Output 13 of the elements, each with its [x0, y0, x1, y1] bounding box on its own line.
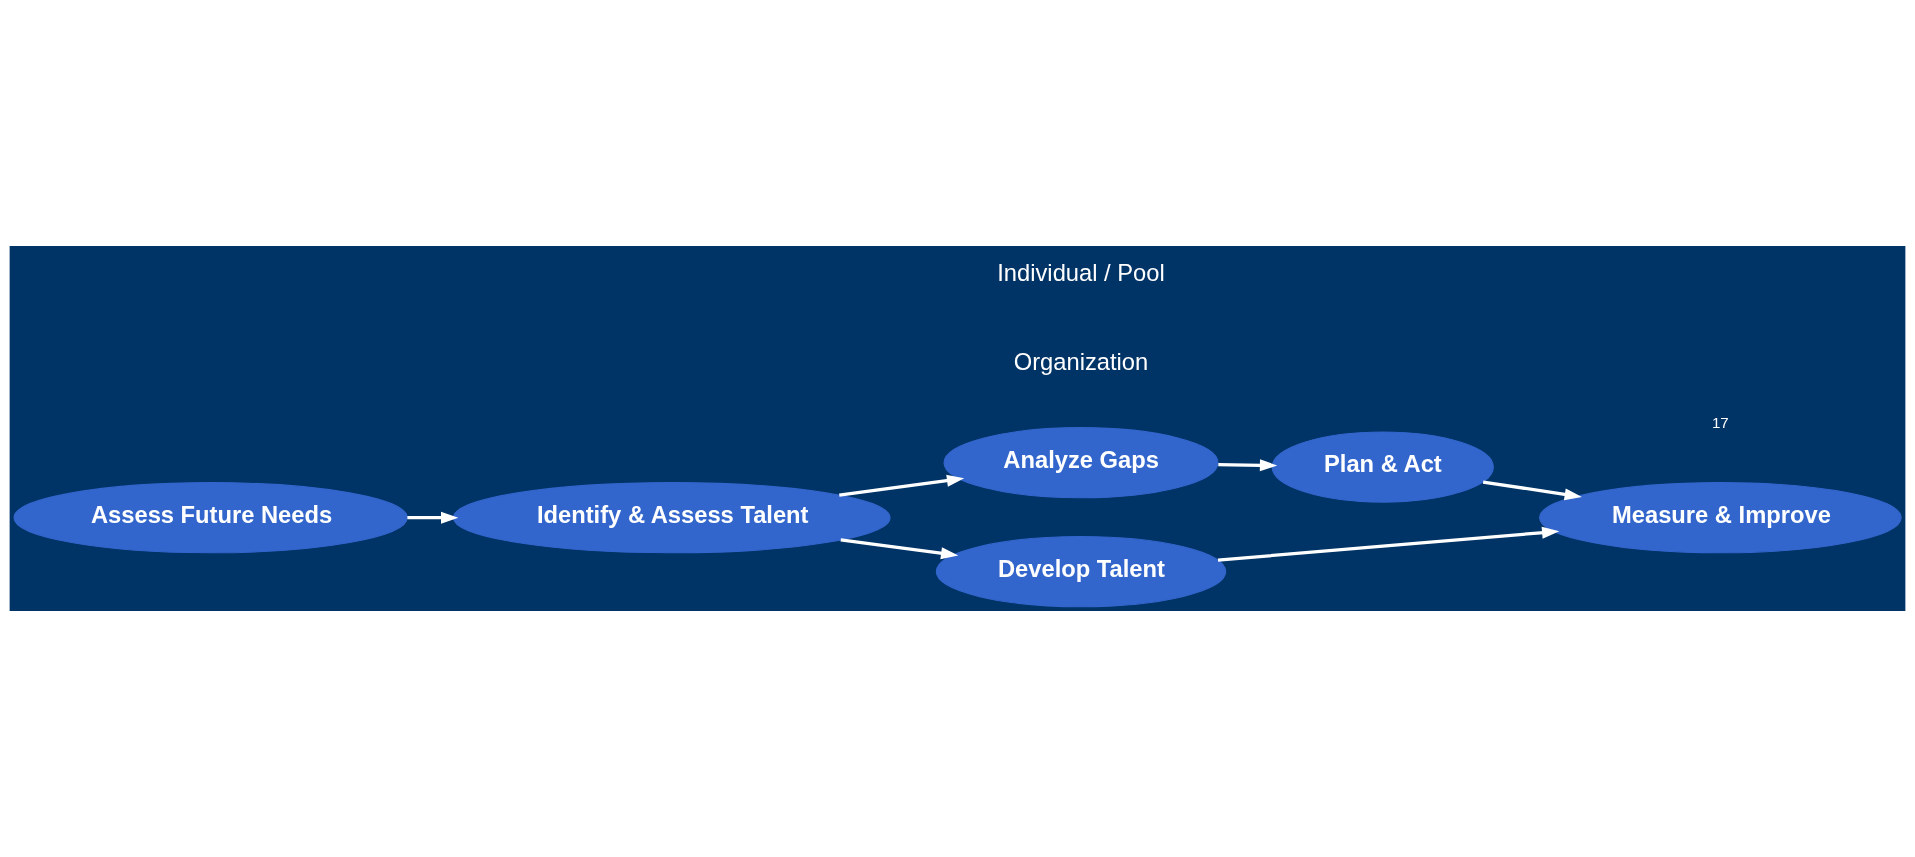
node-ellipse: Plan & Act — [1271, 431, 1494, 503]
label: Organization — [1013, 348, 1149, 375]
arrow — [407, 511, 459, 524]
node-ellipse: Identify & Assess Talent — [452, 482, 891, 554]
arrow — [840, 538, 959, 560]
arrow — [1482, 480, 1582, 501]
arrow — [839, 474, 965, 497]
label: 17 — [1711, 413, 1729, 431]
arrow — [1218, 459, 1278, 472]
label: Individual / Pool — [997, 260, 1165, 287]
arrow — [1217, 526, 1560, 562]
node-ellipse: Develop Talent — [935, 536, 1227, 608]
node-ellipse: Assess Future Needs — [13, 482, 408, 554]
